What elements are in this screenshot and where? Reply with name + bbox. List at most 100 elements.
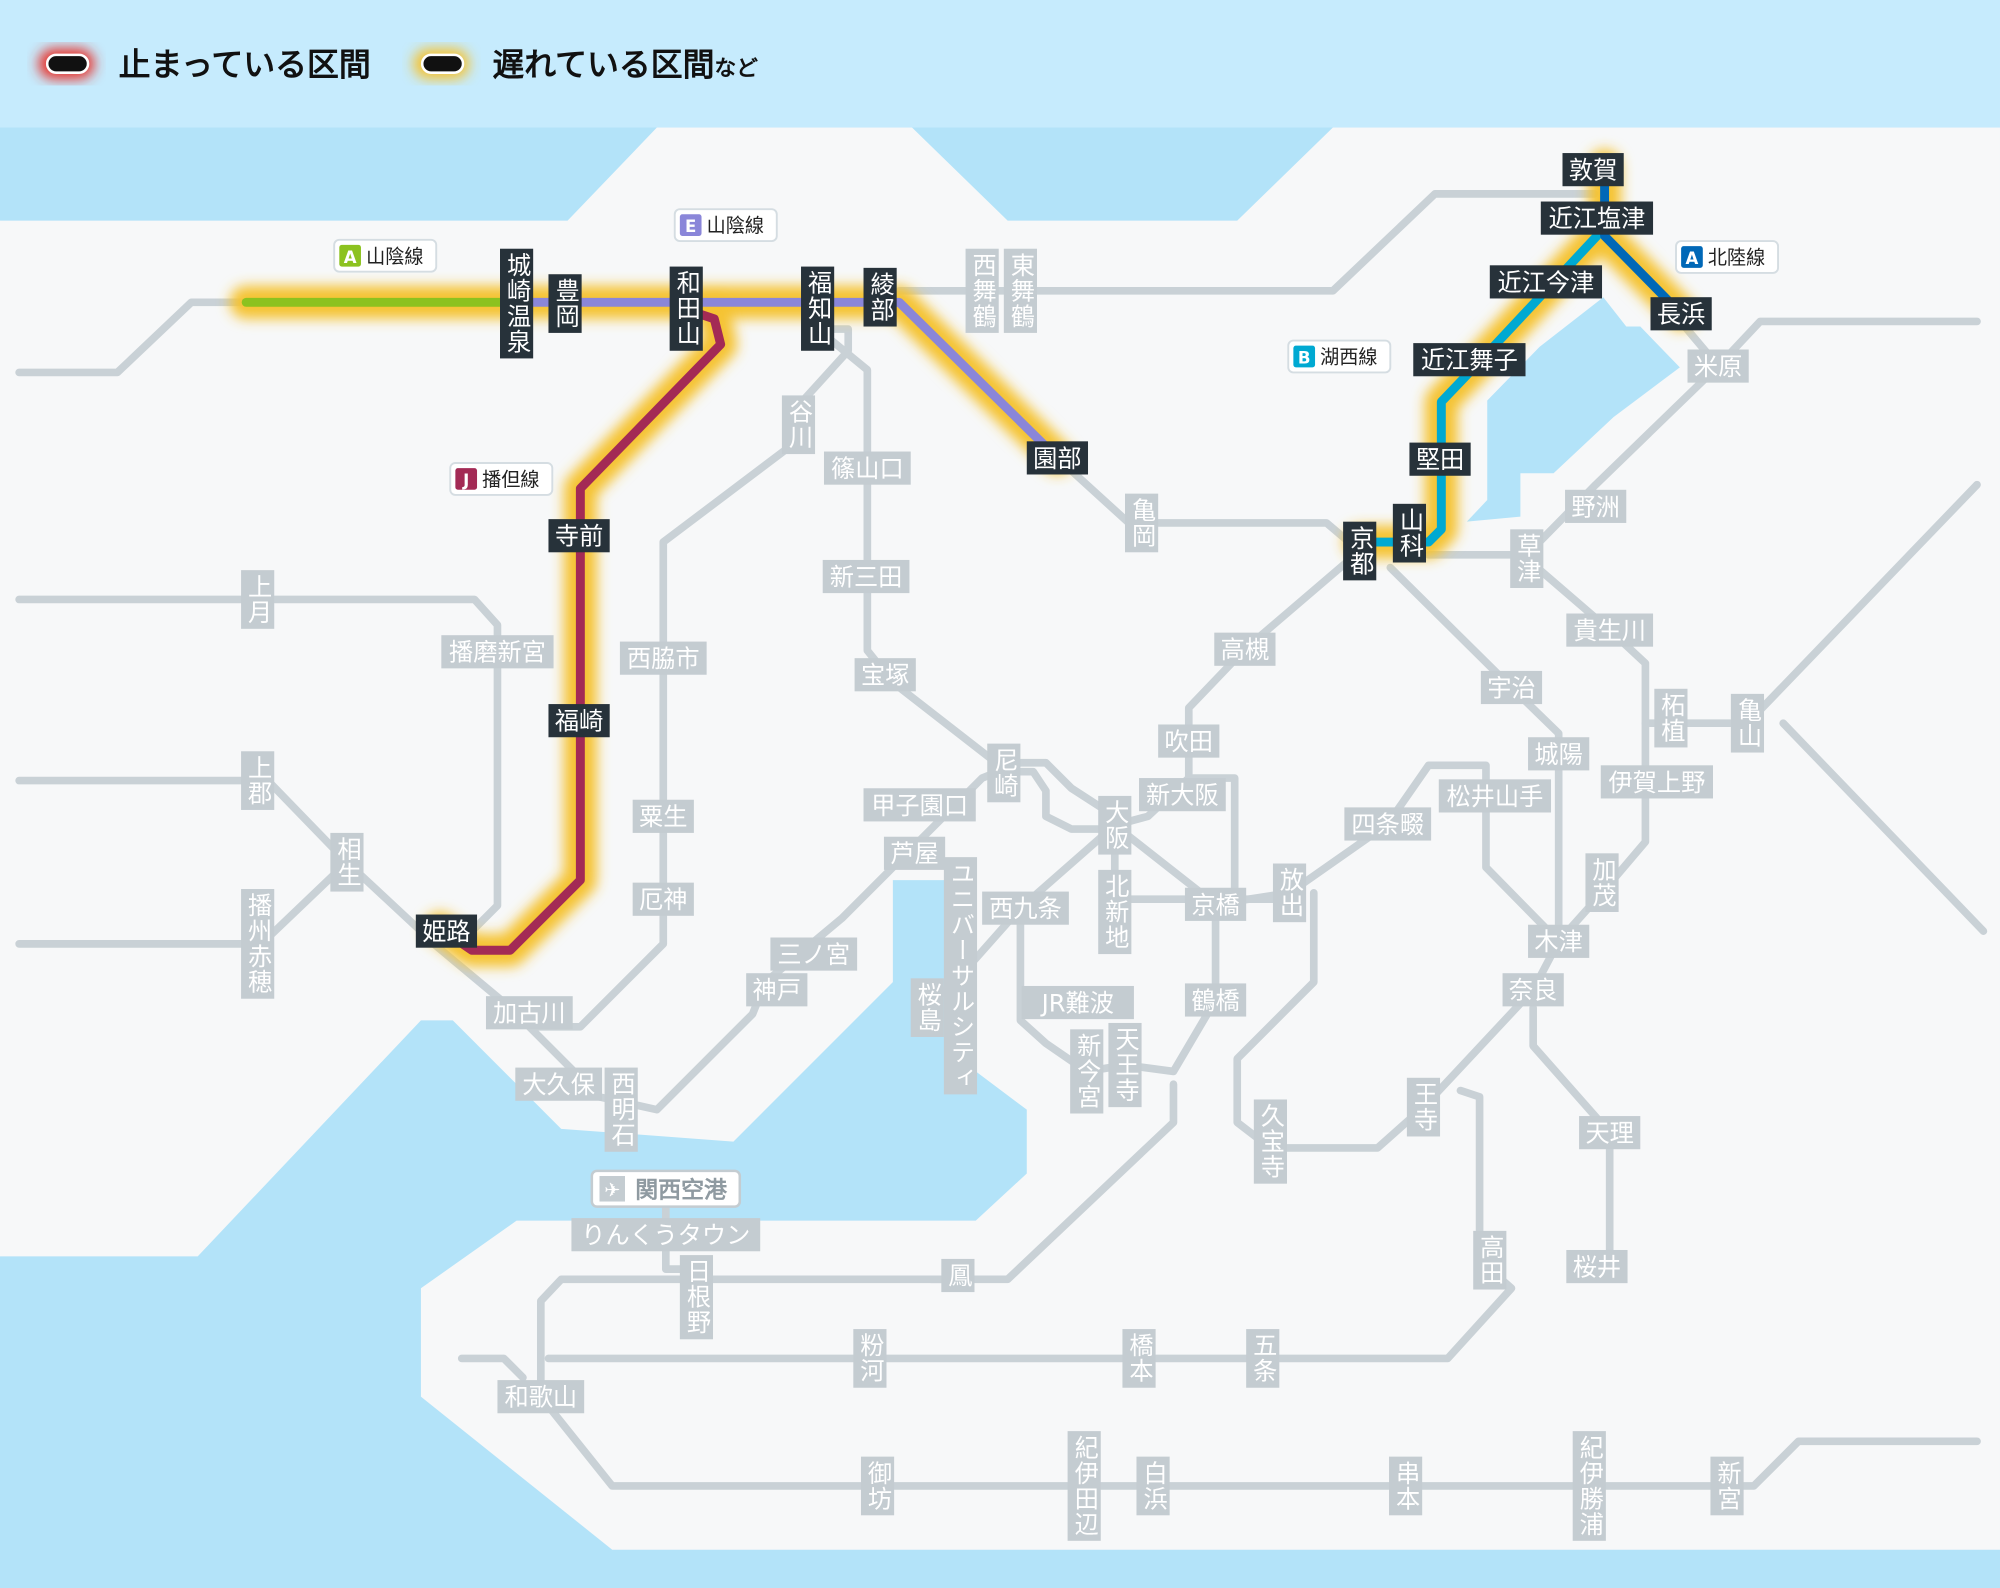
station-normal[interactable]: 松井山手	[1438, 779, 1552, 813]
station-name: 福崎	[555, 708, 603, 736]
station-normal[interactable]: 西舞鶴	[965, 248, 999, 333]
station-normal[interactable]: 加古川	[485, 996, 573, 1030]
station-normal[interactable]: 宇治	[1480, 670, 1543, 705]
station-affected[interactable]: 京都	[1343, 521, 1377, 581]
station-normal[interactable]: 野洲	[1565, 489, 1627, 523]
station-affected[interactable]: 堅田	[1409, 442, 1471, 476]
station-affected[interactable]: 近江塩津	[1540, 201, 1654, 235]
station-normal[interactable]: 亀岡	[1124, 493, 1159, 553]
station-normal[interactable]: りんくうタウン	[571, 1218, 761, 1252]
line-bantan[interactable]	[435, 308, 726, 955]
station-normal[interactable]: 播州赤穂	[241, 889, 275, 999]
station-normal[interactable]: 上月	[241, 570, 275, 629]
station-normal[interactable]: 伊賀上野	[1600, 765, 1714, 799]
station-normal[interactable]: 東舞鶴	[1003, 248, 1037, 333]
station-affected[interactable]: 姫路	[415, 914, 478, 948]
station-normal[interactable]: 粟生	[632, 799, 694, 833]
station-normal[interactable]: 大阪	[1098, 795, 1132, 855]
station-normal[interactable]: 橋本	[1122, 1329, 1156, 1388]
station-normal[interactable]: 貴生川	[1566, 613, 1654, 647]
station-affected[interactable]: 近江舞子	[1413, 343, 1526, 377]
station-normal[interactable]: 久宝寺	[1253, 1099, 1287, 1184]
station-normal[interactable]: 播磨新宮	[441, 635, 554, 669]
line-kosei[interactable]	[1355, 218, 1606, 547]
station-normal[interactable]: 紀伊田辺	[1067, 1431, 1101, 1541]
station-normal[interactable]: 宝塚	[854, 658, 916, 692]
station-normal[interactable]: 尼崎	[987, 743, 1021, 803]
station-normal[interactable]: 西九条	[982, 891, 1069, 925]
station-normal[interactable]: 相生	[330, 832, 364, 892]
station-normal[interactable]: 城陽	[1528, 737, 1590, 771]
station-affected[interactable]: 和田山	[669, 266, 703, 351]
station-normal[interactable]: 篠山口	[823, 451, 911, 485]
station-normal[interactable]: 桜島	[910, 978, 944, 1037]
station-normal[interactable]: 京橋	[1184, 887, 1247, 921]
station-affected[interactable]: 敦賀	[1562, 153, 1624, 187]
station-affected[interactable]: 福知山	[801, 266, 835, 351]
station-normal[interactable]: 紀伊勝浦	[1572, 1431, 1606, 1541]
station-normal[interactable]: 米原	[1687, 349, 1749, 383]
station-normal[interactable]: 西脇市	[619, 641, 707, 675]
station-normal[interactable]: 新大阪	[1139, 778, 1226, 812]
station-affected[interactable]: 寺前	[548, 519, 610, 553]
station-normal[interactable]: 柘植	[1654, 688, 1688, 748]
station-affected[interactable]: 城崎温泉	[500, 248, 534, 359]
station-normal[interactable]: 高田	[1473, 1230, 1507, 1290]
line-sanin-e[interactable]	[505, 297, 1062, 463]
station-name: 串本	[1392, 1460, 1420, 1511]
station-normal[interactable]: 白浜	[1136, 1456, 1170, 1516]
station-normal[interactable]: 日根野	[679, 1255, 714, 1340]
station-normal[interactable]: JR難波	[1021, 985, 1134, 1020]
station-normal[interactable]: 放出	[1272, 863, 1307, 923]
station-normal[interactable]: 新三田	[822, 559, 910, 594]
station-affected[interactable]: 山科	[1392, 503, 1427, 563]
station-normal[interactable]: 串本	[1389, 1456, 1423, 1516]
station-normal[interactable]: 新今宮	[1070, 1029, 1104, 1114]
station-normal[interactable]: 高槻	[1214, 632, 1276, 666]
station-normal[interactable]: 木津	[1528, 924, 1590, 958]
station-normal[interactable]: 天理	[1579, 1116, 1641, 1150]
station-normal[interactable]: 桜井	[1566, 1249, 1628, 1284]
station-normal[interactable]: 天王寺	[1108, 1022, 1142, 1108]
station-normal[interactable]: 西明石	[604, 1067, 638, 1152]
station-normal[interactable]: 谷川	[781, 395, 816, 455]
station-normal[interactable]: 芦屋	[883, 836, 946, 870]
station-affected[interactable]: 福崎	[548, 704, 610, 738]
station-affected[interactable]: 豊岡	[548, 274, 582, 333]
station-normal[interactable]: 三ノ宮	[770, 937, 858, 971]
station-normal[interactable]: 亀山	[1730, 693, 1765, 753]
station-normal[interactable]: 北新地	[1098, 869, 1132, 955]
station-normal[interactable]: 粉河	[853, 1329, 887, 1388]
line-hokuriku[interactable]	[1600, 165, 1686, 319]
station-normal[interactable]: 和歌山	[497, 1380, 585, 1414]
station-affected[interactable]: 綾部	[863, 267, 897, 327]
station-normal[interactable]: 王寺	[1406, 1077, 1441, 1137]
station-name: 長浜	[1657, 301, 1705, 329]
station-normal[interactable]: 厄神	[632, 882, 694, 916]
station-normal[interactable]: 五条	[1246, 1329, 1280, 1388]
station-affected[interactable]: 長浜	[1650, 297, 1712, 331]
station-normal[interactable]: 新宮	[1710, 1456, 1744, 1516]
station-normal[interactable]: 草津	[1510, 529, 1544, 589]
station-normal[interactable]: 御坊	[860, 1456, 895, 1516]
airport-label[interactable]: ✈ 関西空港	[590, 1169, 742, 1208]
station-normal[interactable]: ユニバーサルシティ	[943, 857, 978, 1095]
station-normal[interactable]: 神戸	[746, 973, 808, 1007]
station-normal[interactable]: 大久保	[515, 1067, 603, 1101]
station-normal[interactable]: 加茂	[1585, 853, 1619, 912]
station-normal[interactable]: 四条畷	[1344, 807, 1432, 841]
station-normal[interactable]: 吹田	[1158, 724, 1220, 758]
station-affected[interactable]: 近江今津	[1489, 265, 1603, 299]
station-normal[interactable]: 奈良	[1502, 973, 1564, 1007]
station-name: 白浜	[1139, 1460, 1167, 1511]
station-normal[interactable]: 甲子園口	[863, 788, 976, 822]
station-normal[interactable]: 鶴橋	[1184, 983, 1247, 1017]
station-normal[interactable]: 上郡	[241, 751, 275, 810]
station-affected[interactable]: 園部	[1026, 441, 1089, 475]
station-normal[interactable]: 鳳	[941, 1258, 975, 1293]
